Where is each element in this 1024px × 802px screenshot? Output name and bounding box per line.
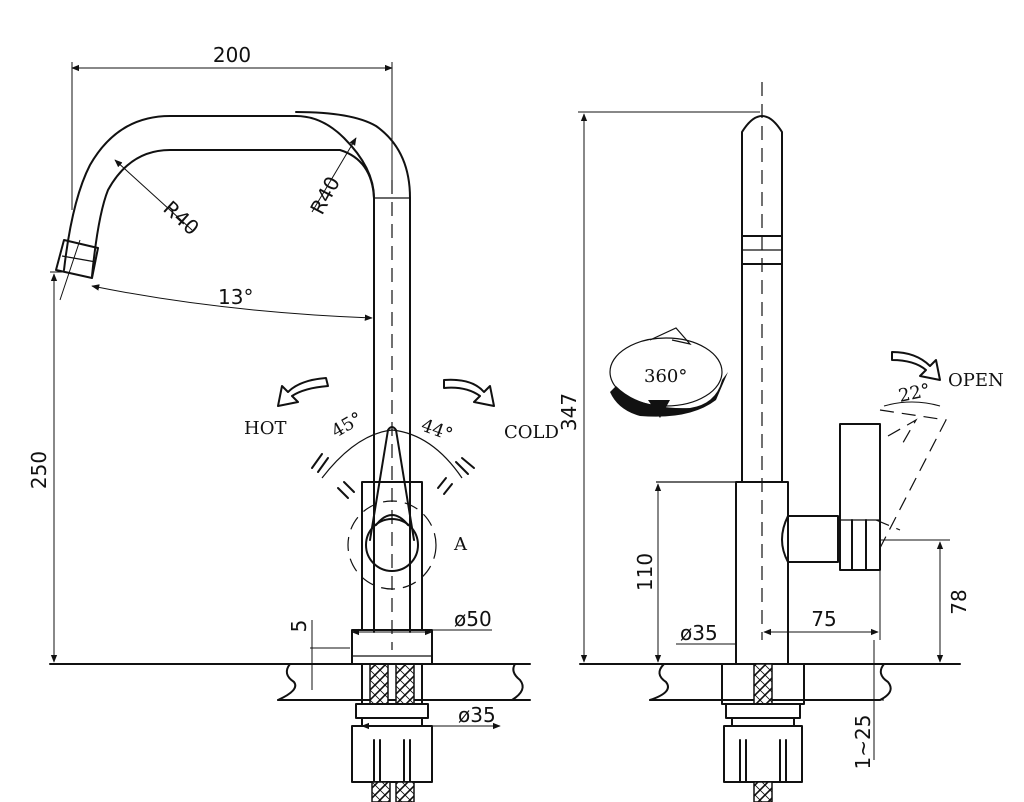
label-open: OPEN	[948, 370, 1004, 391]
label-360: 360°	[644, 366, 687, 387]
label-200: 200	[213, 43, 251, 67]
countertop-left	[49, 663, 531, 701]
label-o35-left: ø35	[458, 703, 496, 727]
label-o50-left: ø50	[454, 607, 492, 631]
label-1-25: 1~25	[851, 715, 875, 770]
side-view: 360° OPEN 22° 347 110 ø35 75	[557, 82, 1004, 802]
dim-reach-75: 75	[763, 570, 881, 640]
rotation-symbol: 360°	[609, 327, 728, 418]
dim-thickness-25: 1~25	[851, 640, 884, 769]
cold-arrow	[443, 378, 495, 407]
label-110: 110	[633, 553, 657, 591]
label-347: 347	[557, 393, 581, 431]
spout-right	[741, 82, 783, 640]
dim-height-78: 78	[936, 541, 971, 663]
hose-left	[351, 663, 433, 802]
label-5: 5	[287, 620, 311, 633]
label-75: 75	[811, 607, 836, 631]
label-a: A	[453, 534, 468, 555]
label-45: 45°	[328, 408, 366, 442]
dim-gap-5: 5	[287, 620, 350, 690]
dim-height-110: 110	[633, 483, 662, 663]
handle-swing	[311, 429, 475, 499]
hot-arrow	[277, 377, 329, 407]
spout-left	[55, 111, 411, 633]
dim-shank-35: ø35	[361, 703, 501, 730]
label-r40-left: R40	[159, 196, 204, 240]
arc-22	[883, 401, 941, 407]
label-78: 78	[947, 589, 971, 614]
dim-angle-13: 13°	[59, 239, 373, 321]
label-250: 250	[27, 451, 51, 489]
label-o35-right: ø35	[680, 621, 718, 645]
dim-width-200: 200	[71, 43, 393, 210]
dim-r40-left: R40	[114, 159, 204, 240]
hose-right	[721, 663, 805, 802]
dim-base-50: ø50	[351, 607, 492, 636]
label-r40-right: R40	[305, 172, 345, 218]
dim-height-250: 250	[27, 271, 62, 663]
front-view: 200 R40 R40 13° 250 45° 44° HOT COLD A	[27, 43, 559, 802]
open-arrow	[891, 351, 941, 381]
dim-height-347: 347	[557, 111, 760, 663]
label-hot: HOT	[244, 418, 286, 439]
dim-body-35: ø35	[676, 621, 736, 645]
label-cold: COLD	[504, 422, 559, 443]
label-13: 13°	[218, 285, 253, 309]
